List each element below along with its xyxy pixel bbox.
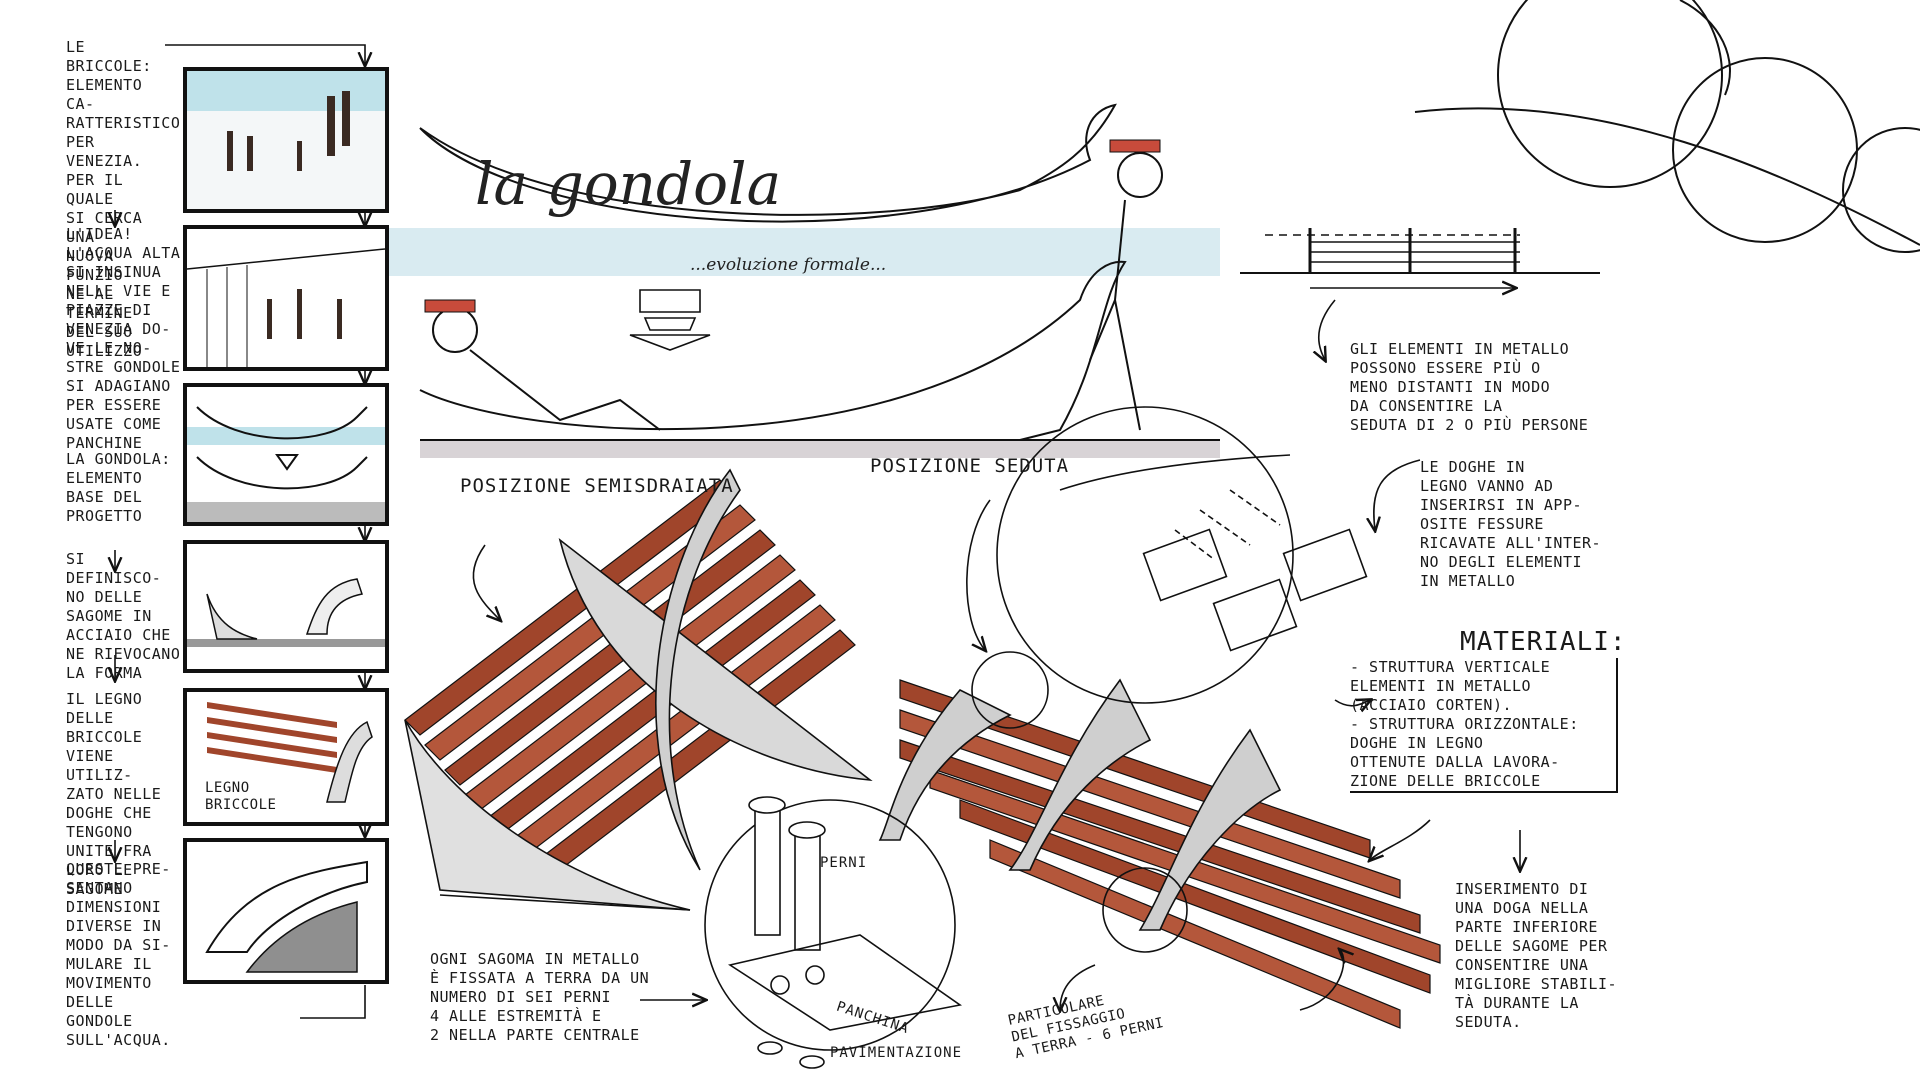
panel-legno-briccole: [183, 688, 389, 826]
flow-connector: [115, 44, 365, 1019]
note-movimento: QUESTE PRE- SENTANO DIMENSIONI DIVERSE I…: [66, 860, 171, 1049]
note-gondola-base: LA GONDOLA: ELEMENTO BASE DEL PROGETTO: [66, 450, 171, 525]
label-perni: PERNI: [820, 855, 868, 871]
note-doghe-legno: LE DOGHE IN LEGNO VANNO AD INSERIRSI IN …: [1420, 458, 1602, 590]
note-sagome: SI DEFINISCO- NO DELLE SAGOME IN ACCIAIO…: [66, 550, 181, 682]
note-briccole: LE BRICCOLE: ELEMENTO CA- RATTERISTICO P…: [66, 38, 181, 360]
bench-seduta: [878, 678, 1441, 1029]
callout-arrows: [472, 459, 1520, 1010]
panel-gondola-base: [183, 383, 389, 526]
gondola-sketch: [360, 103, 1220, 458]
sheet-title: la gondola: [475, 150, 782, 218]
note-fissaggio-perni: OGNI SAGOMA IN METALLO È FISSATA A TERRA…: [430, 950, 650, 1044]
note-legno: IL LEGNO DELLE BRICCOLE VIENE UTILIZ- ZA…: [66, 690, 162, 898]
decorative-circles: [1414, 0, 1920, 253]
panel-acqua-alta: [183, 225, 389, 371]
panel-sagome: [183, 540, 389, 673]
label-posizione-seduta: POSIZIONE SEDUTA: [870, 455, 1070, 477]
note-elementi-metallo: GLI ELEMENTI IN METALLO POSSONO ESSERE P…: [1350, 340, 1589, 434]
sheet-subtitle: ...evoluzione formale...: [690, 255, 887, 275]
panel-briccole: [183, 67, 389, 213]
detail-circles: [704, 406, 1368, 1069]
label-posizione-semisdraiata: POSIZIONE SEMISDRAIATA: [460, 475, 734, 497]
panel-movimento: [183, 838, 389, 984]
label-pavimentazione: PAVIMENTAZIONE: [830, 1045, 963, 1061]
note-inserimento-doga: INSERIMENTO DI UNA DOGA NELLA PARTE INFE…: [1455, 880, 1618, 1031]
note-idea: L'IDEA! L'ACQUA ALTA SI INSINUA NELLE VI…: [66, 225, 181, 452]
materiali-title: MATERIALI:: [1460, 627, 1627, 657]
note-materiali: - STRUTTURA VERTICALE ELEMENTI IN METALL…: [1350, 658, 1618, 793]
bench-elevation: [1240, 228, 1600, 360]
bench-semisdraiata: [404, 468, 873, 911]
label-legno-briccole: LEGNO BRICCOLE: [205, 780, 277, 813]
